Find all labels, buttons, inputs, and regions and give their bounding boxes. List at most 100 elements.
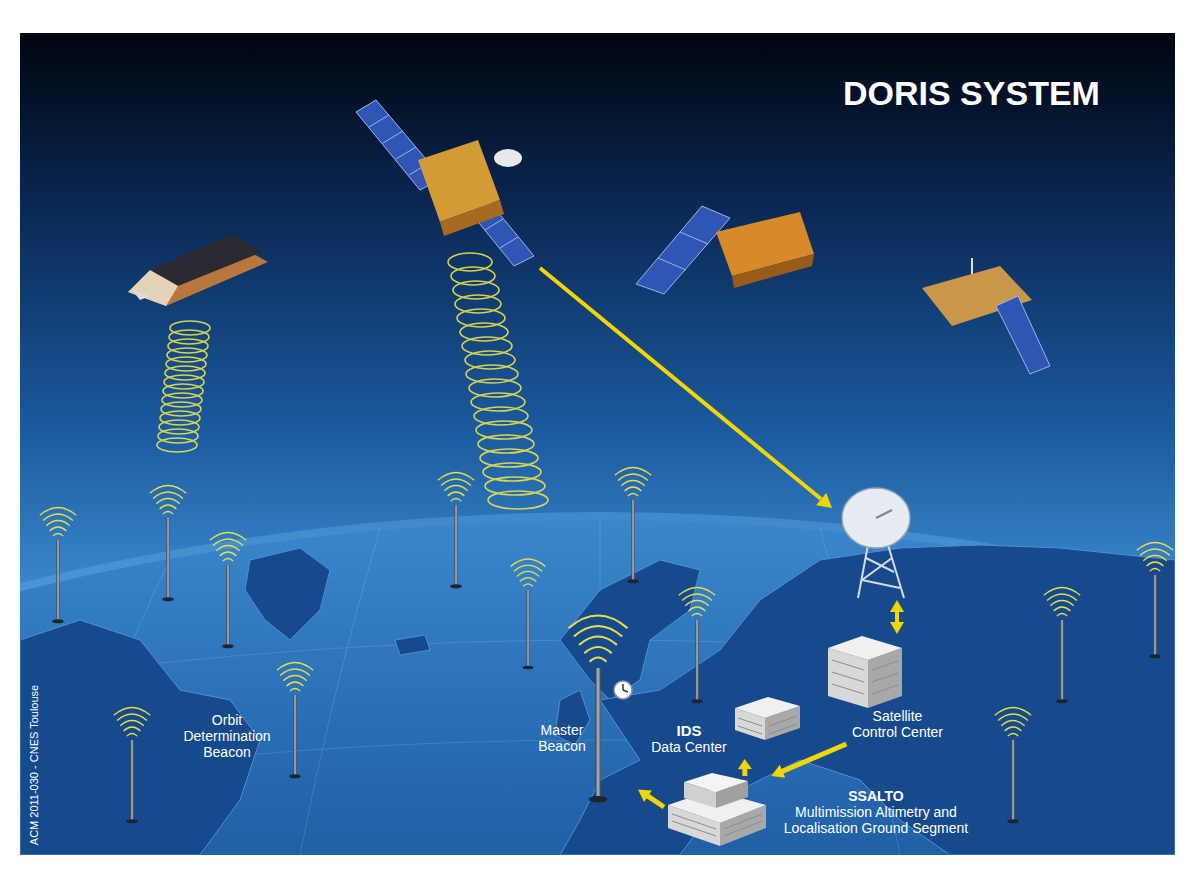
beacon-part [995, 708, 1031, 824]
ground-antenna-part-part [888, 545, 904, 598]
beacon-part [569, 616, 628, 803]
signal-cone-part [488, 491, 548, 509]
flow-arrow [771, 744, 846, 778]
antenna-link-arrow [890, 600, 904, 634]
satellite [636, 206, 814, 294]
node-text-block: Satellite Control Center [850, 708, 945, 740]
satellite-part [485, 219, 518, 248]
node-text-block: SSALTOMultimission Altimetry and Localis… [776, 788, 976, 836]
beacon-part [511, 559, 546, 669]
building-part [738, 716, 797, 734]
beacon-part [615, 468, 651, 584]
satellite-part [369, 115, 429, 175]
building-node: IDSData Center [641, 688, 803, 759]
clock-icon [614, 681, 632, 699]
land [20, 545, 1175, 855]
building-part [828, 636, 902, 660]
flow-line [647, 796, 664, 807]
node-label: Satellite Control Center [850, 708, 945, 740]
building [735, 697, 800, 740]
satellite-part [996, 296, 1050, 374]
beacon-part [1044, 588, 1080, 704]
beacon-part [40, 508, 76, 624]
graticule [20, 520, 1175, 855]
land-part [560, 545, 1175, 855]
ground-antenna-part [842, 488, 910, 548]
building [828, 636, 902, 708]
ground-antenna-part [876, 510, 892, 518]
downlink-arrow [540, 268, 832, 508]
watermark: ACM 2011-030 - CNES Toulouse [28, 685, 41, 845]
building-node: SSALTOMultimission Altimetry and Localis… [664, 776, 980, 848]
antenna-link-arrow-part [890, 622, 904, 634]
antenna-link-arrow-part [895, 610, 899, 624]
node-text-block: Master Beacon [534, 722, 590, 754]
signal-cone-part [157, 438, 197, 452]
satellite [922, 258, 1050, 374]
satellite-part [132, 290, 150, 300]
downlink-arrow-part [816, 493, 832, 508]
building-part [735, 697, 800, 718]
satellite-part [494, 149, 522, 167]
scene-part [20, 33, 1175, 855]
node-heading: SSALTO [776, 788, 976, 804]
watermark-box: ACM 2011-030 - CNES Toulouse [28, 685, 41, 845]
beacon-part [114, 708, 150, 824]
beacon-node: Master Beacon [534, 598, 638, 804]
arrow-head [771, 765, 785, 778]
satellite-part [150, 234, 262, 286]
ground-antenna-part-part [862, 580, 900, 588]
ground-antenna-part-part [862, 558, 892, 580]
flow-line [782, 744, 847, 772]
diagram-title: DORIS SYSTEM [843, 74, 1100, 112]
clock-icon-part [622, 684, 624, 690]
beacon-part [277, 663, 313, 779]
signal-cone [448, 253, 548, 509]
satellite-part [658, 232, 708, 270]
flow-arrow [638, 790, 664, 807]
antenna-link-arrow-part [890, 600, 904, 612]
ground-antenna [842, 488, 910, 598]
node-label: Data Center [643, 739, 735, 755]
building-part [832, 660, 898, 694]
land-part [245, 548, 330, 640]
title-box: DORIS SYSTEM [843, 74, 1100, 112]
clock-icon-part [623, 690, 628, 692]
ground-antenna-part-part [858, 545, 868, 598]
satellite-part [732, 254, 814, 288]
satellite [128, 234, 268, 306]
node-label: Multimission Altimetry and Localisation … [776, 804, 976, 836]
scene-part [20, 512, 1175, 855]
flow-line [742, 768, 747, 776]
building-part [672, 814, 762, 836]
node-heading: IDS [643, 722, 735, 739]
satellite [356, 100, 534, 266]
node-text-block: Orbit Determination Beacon [176, 712, 278, 760]
beacon-part [438, 473, 474, 589]
satellite-part [128, 270, 178, 306]
satellite-part [440, 200, 504, 236]
beacon-part [210, 533, 246, 649]
satellite-part [636, 206, 730, 294]
scene-part [20, 520, 1175, 855]
beacon-part [150, 486, 186, 602]
arrow-head [738, 759, 752, 769]
beacon [40, 468, 1173, 824]
beacon-node: Orbit Determination Beacon [176, 640, 326, 780]
flow-arrow [738, 759, 752, 776]
building-node: Satellite Control Center [826, 638, 962, 744]
beacon-part [1137, 543, 1173, 659]
building-part [684, 773, 748, 792]
node-text-block: IDSData Center [643, 722, 735, 755]
signal-cone [157, 321, 210, 452]
land-part [395, 635, 430, 655]
node-label: Orbit Determination Beacon [176, 712, 278, 760]
clock-icon-part [614, 681, 632, 699]
arrow-head [638, 790, 652, 802]
node-label: Master Beacon [534, 722, 590, 754]
ground-antenna-part [858, 545, 904, 598]
beacon-part [679, 588, 715, 704]
